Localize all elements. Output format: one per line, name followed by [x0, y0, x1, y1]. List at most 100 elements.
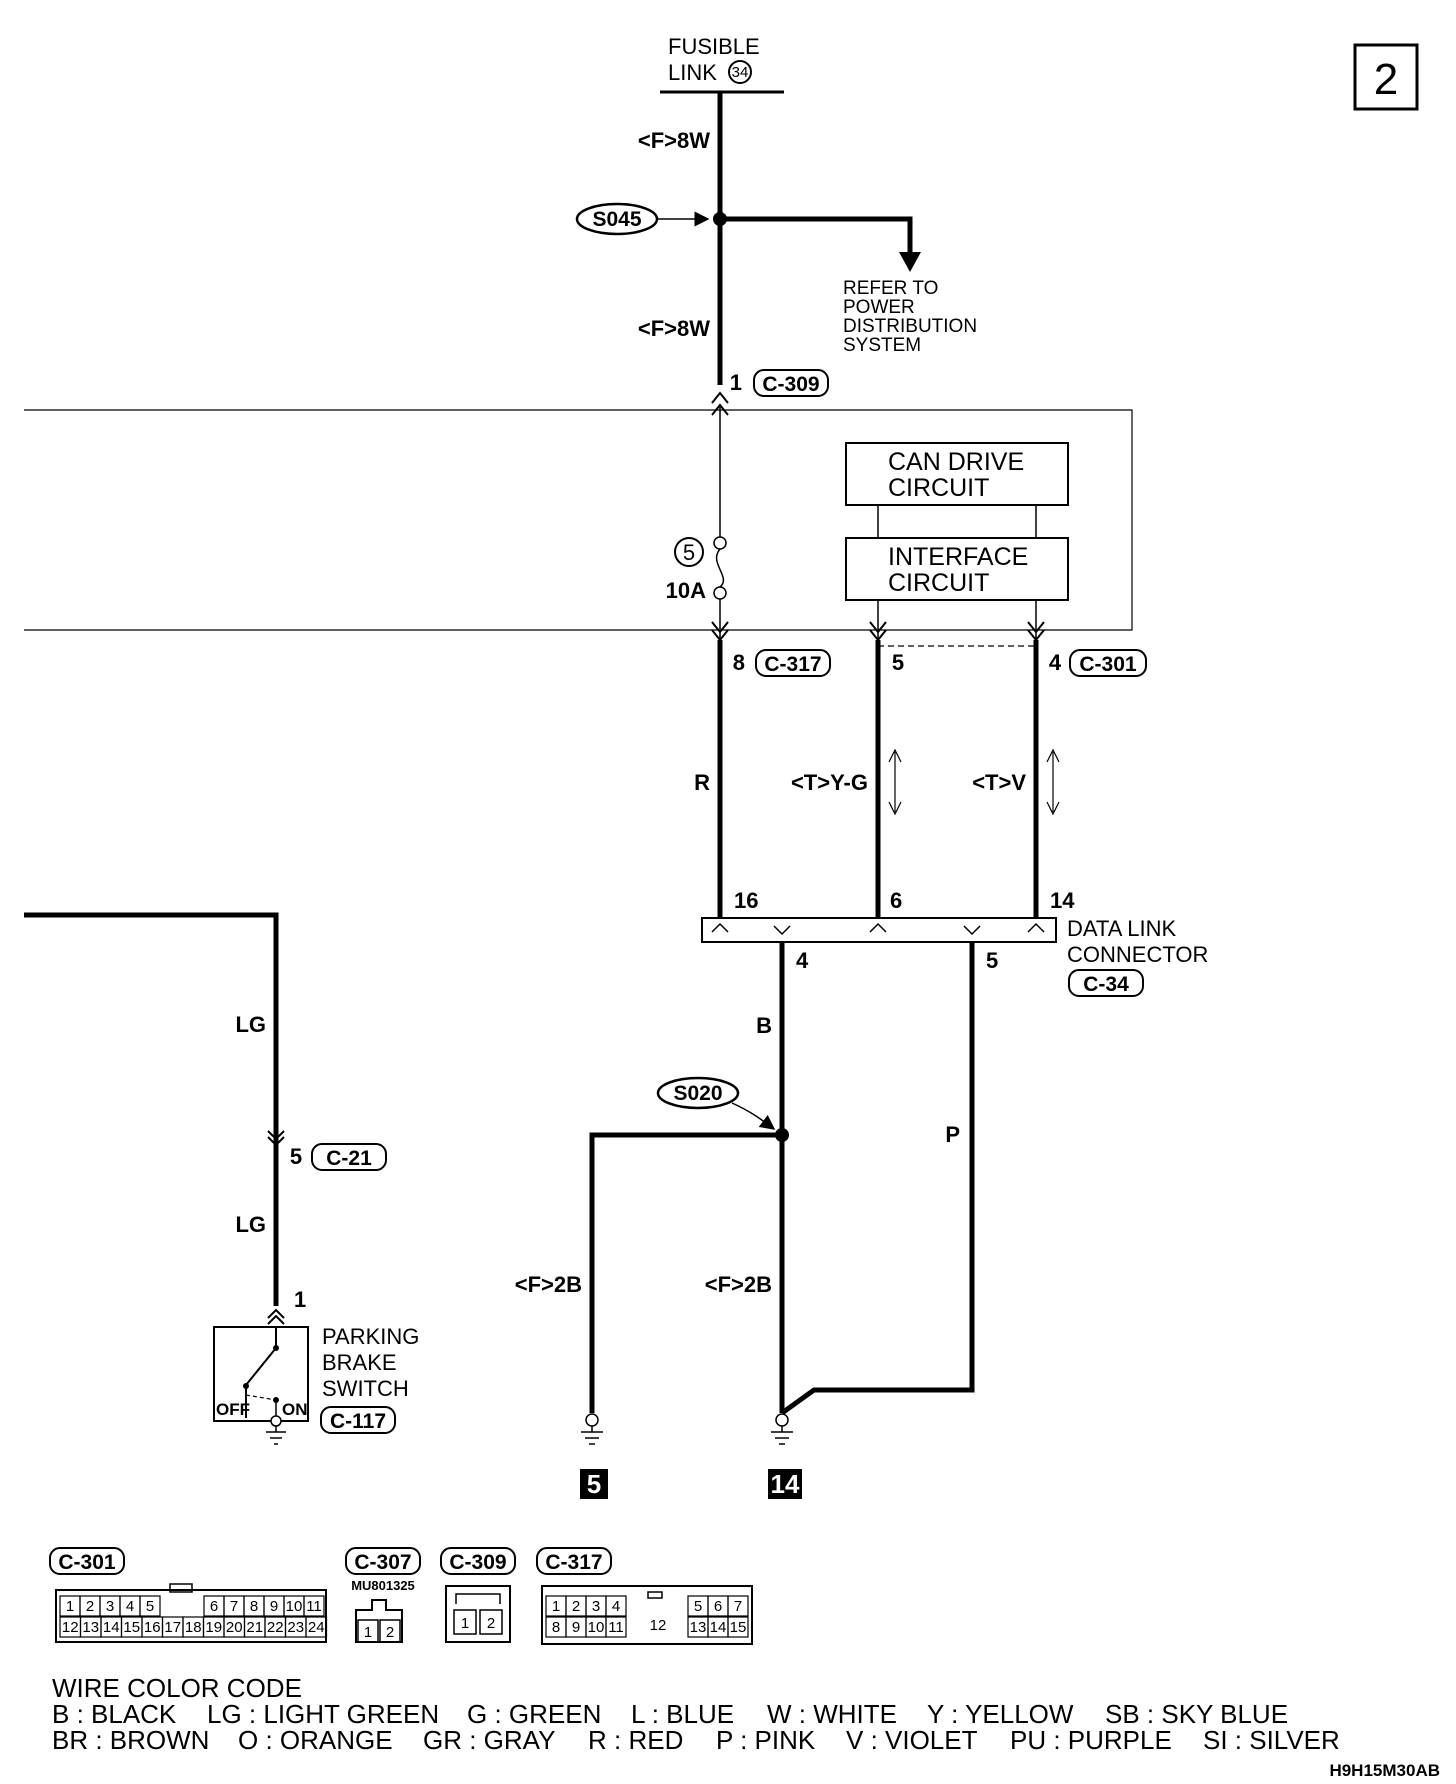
c317-label: C-317 — [764, 653, 821, 676]
ground-14: 14 — [768, 1413, 802, 1499]
cv-c301-label: C-301 — [58, 1551, 116, 1574]
wcc-entry: SB : SKY BLUE — [1105, 1699, 1288, 1729]
fusible-link-line1: FUSIBLE — [668, 34, 760, 59]
wcc-entry: BR : BROWN — [52, 1725, 209, 1755]
cv-c317-pin-10: 10 — [588, 1619, 605, 1636]
can-drive-line1: CAN DRIVE — [888, 448, 1024, 476]
connector-c301-callout: 5 4 C-301 — [892, 649, 1147, 677]
refer-line3: DISTRIBUTION — [843, 316, 977, 337]
wire-label-lg-lower: LG — [235, 1212, 266, 1237]
cv-c317-pin-3: 3 — [592, 1598, 600, 1615]
c309-pin: 1 — [730, 370, 742, 395]
wire-label-p: P — [945, 1122, 960, 1147]
wire-label-2b-right: <F>2B — [705, 1272, 772, 1297]
cv-c301-pin-14: 14 — [103, 1619, 120, 1636]
cv-c301-pin-4: 4 — [126, 1598, 134, 1615]
wcc-entry: LG : LIGHT GREEN — [207, 1699, 439, 1729]
cv-c317-pin-9: 9 — [572, 1619, 580, 1636]
connector-c309-callout: 1 C-309 — [730, 369, 829, 397]
cv-c301-pin-21: 21 — [246, 1619, 263, 1636]
c21-label: C-21 — [326, 1147, 372, 1170]
cv-c317-pin-4: 4 — [612, 1598, 620, 1615]
wire-label-8w-lower: <F>8W — [638, 316, 710, 341]
wcc-entry: SI : SILVER — [1203, 1725, 1340, 1755]
lg-wire: LG LG — [24, 912, 285, 1306]
dlc-pin-5: 5 — [986, 948, 998, 973]
can-drive-circuit-box: CAN DRIVE CIRCUIT — [845, 442, 1069, 506]
fuse-5: 5 10A — [666, 537, 706, 603]
wcc-entry: PU : PURPLE — [1010, 1725, 1172, 1755]
cv-c301-pin-23: 23 — [287, 1619, 304, 1636]
dlc-pin-6: 6 — [890, 888, 902, 913]
connector-view-c309: C-309 1 2 — [440, 1547, 516, 1643]
cv-c301-pin-10: 10 — [286, 1598, 303, 1615]
main-feed-wire: <F>8W <F>8W — [638, 92, 723, 385]
diagram-code: H9H15M30AB — [1329, 1761, 1440, 1780]
pbs-line1: PARKING — [322, 1324, 419, 1349]
interface-circuit-box: INTERFACE CIRCUIT — [845, 537, 1069, 601]
cv-c301-pin-1: 1 — [66, 1598, 74, 1615]
module-internal-feed — [711, 391, 729, 640]
ground-5: 5 — [580, 1413, 608, 1499]
wcc-entry: B : BLACK — [52, 1699, 177, 1729]
wires-to-dlc: R <T>Y-G <T>V — [694, 640, 1060, 918]
wire-label-2b-left: <F>2B — [515, 1272, 582, 1297]
c317-pin: 8 — [733, 650, 745, 675]
wire-label-yg: <T>Y-G — [791, 770, 868, 795]
wcc-entry: G : GREEN — [467, 1699, 601, 1729]
cv-c309-pin2: 2 — [487, 1615, 495, 1632]
cv-c301-pin-24-cell — [305, 1616, 328, 1638]
splice-s045: S045 — [575, 202, 921, 272]
cv-c309-label: C-309 — [449, 1551, 506, 1574]
parking-brake-switch: 1 OFF ON PARKING BRAKE SWITCH C-117 — [213, 1287, 419, 1445]
wcc-row1: B : BLACK LG : LIGHT GREEN G : GREEN L : BL… — [52, 1699, 1288, 1729]
c309-label: C-309 — [762, 373, 819, 396]
dlc-name-line1: DATA LINK — [1067, 916, 1177, 941]
wire-label-lg-upper: LG — [235, 1012, 266, 1037]
fusible-link-number-circle — [728, 60, 752, 84]
cv-c317-pin-13: 13 — [690, 1619, 707, 1636]
splice-s020-label: S020 — [673, 1082, 722, 1105]
interface-line2: CIRCUIT — [888, 569, 989, 597]
cv-c317-label: C-317 — [545, 1551, 602, 1574]
cv-c317-pin-8: 8 — [552, 1619, 560, 1636]
wcc-entry: R : RED — [588, 1725, 683, 1755]
c301-label: C-301 — [1079, 653, 1137, 676]
cv-c301-pin-3: 3 — [106, 1598, 114, 1615]
fusible-link-number: 34 — [732, 64, 749, 81]
c301-pin-left: 5 — [892, 650, 904, 675]
cv-c317-pin-11: 11 — [608, 1619, 624, 1636]
splice-s045-label: S045 — [592, 208, 641, 231]
dlc-name-line2: CONNECTOR — [1067, 942, 1208, 967]
cv-c301-pin-15: 15 — [123, 1619, 140, 1636]
fusible-link-line2: LINK — [668, 60, 717, 85]
wcc-entry: L : BLUE — [631, 1699, 734, 1729]
cv-c307-label: C-307 — [354, 1551, 411, 1574]
refer-to-power-distribution: REFER TO POWER DISTRIBUTION SYSTEM — [843, 278, 977, 356]
wire-label-v: <T>V — [972, 770, 1026, 795]
cv-c317-pin-14: 14 — [710, 1619, 727, 1636]
connector-c317-callout: 8 C-317 — [733, 649, 831, 677]
connector-c21-callout: 5 C-21 — [290, 1143, 387, 1171]
cv-c317-pin-7: 7 — [734, 1598, 742, 1615]
interface-line1: INTERFACE — [888, 543, 1028, 571]
refer-line4: SYSTEM — [843, 335, 921, 356]
fuse-number: 5 — [683, 540, 695, 565]
splice-s020-dot — [775, 1128, 789, 1142]
cv-c317-pin12: 12 — [650, 1617, 667, 1634]
cv-c301-pin-5-cell — [139, 1595, 161, 1617]
splice-s020: S020 — [656, 1076, 789, 1142]
cv-c301-pin-11-cell — [303, 1595, 325, 1617]
cv-c301-pin-18: 18 — [185, 1619, 202, 1636]
data-link-connector: 16 6 14 4 5 DATA LINK CONNECTOR C-34 — [701, 888, 1208, 997]
fusible-link: FUSIBLE LINK 34 — [660, 34, 784, 94]
cv-c317-pin-6: 6 — [714, 1598, 722, 1615]
c117-pin: 1 — [294, 1287, 306, 1312]
wire-label-8w-upper: <F>8W — [638, 128, 710, 153]
wcc-entry: Y : YELLOW — [927, 1699, 1074, 1729]
wcc-entry: O : ORANGE — [238, 1725, 393, 1755]
